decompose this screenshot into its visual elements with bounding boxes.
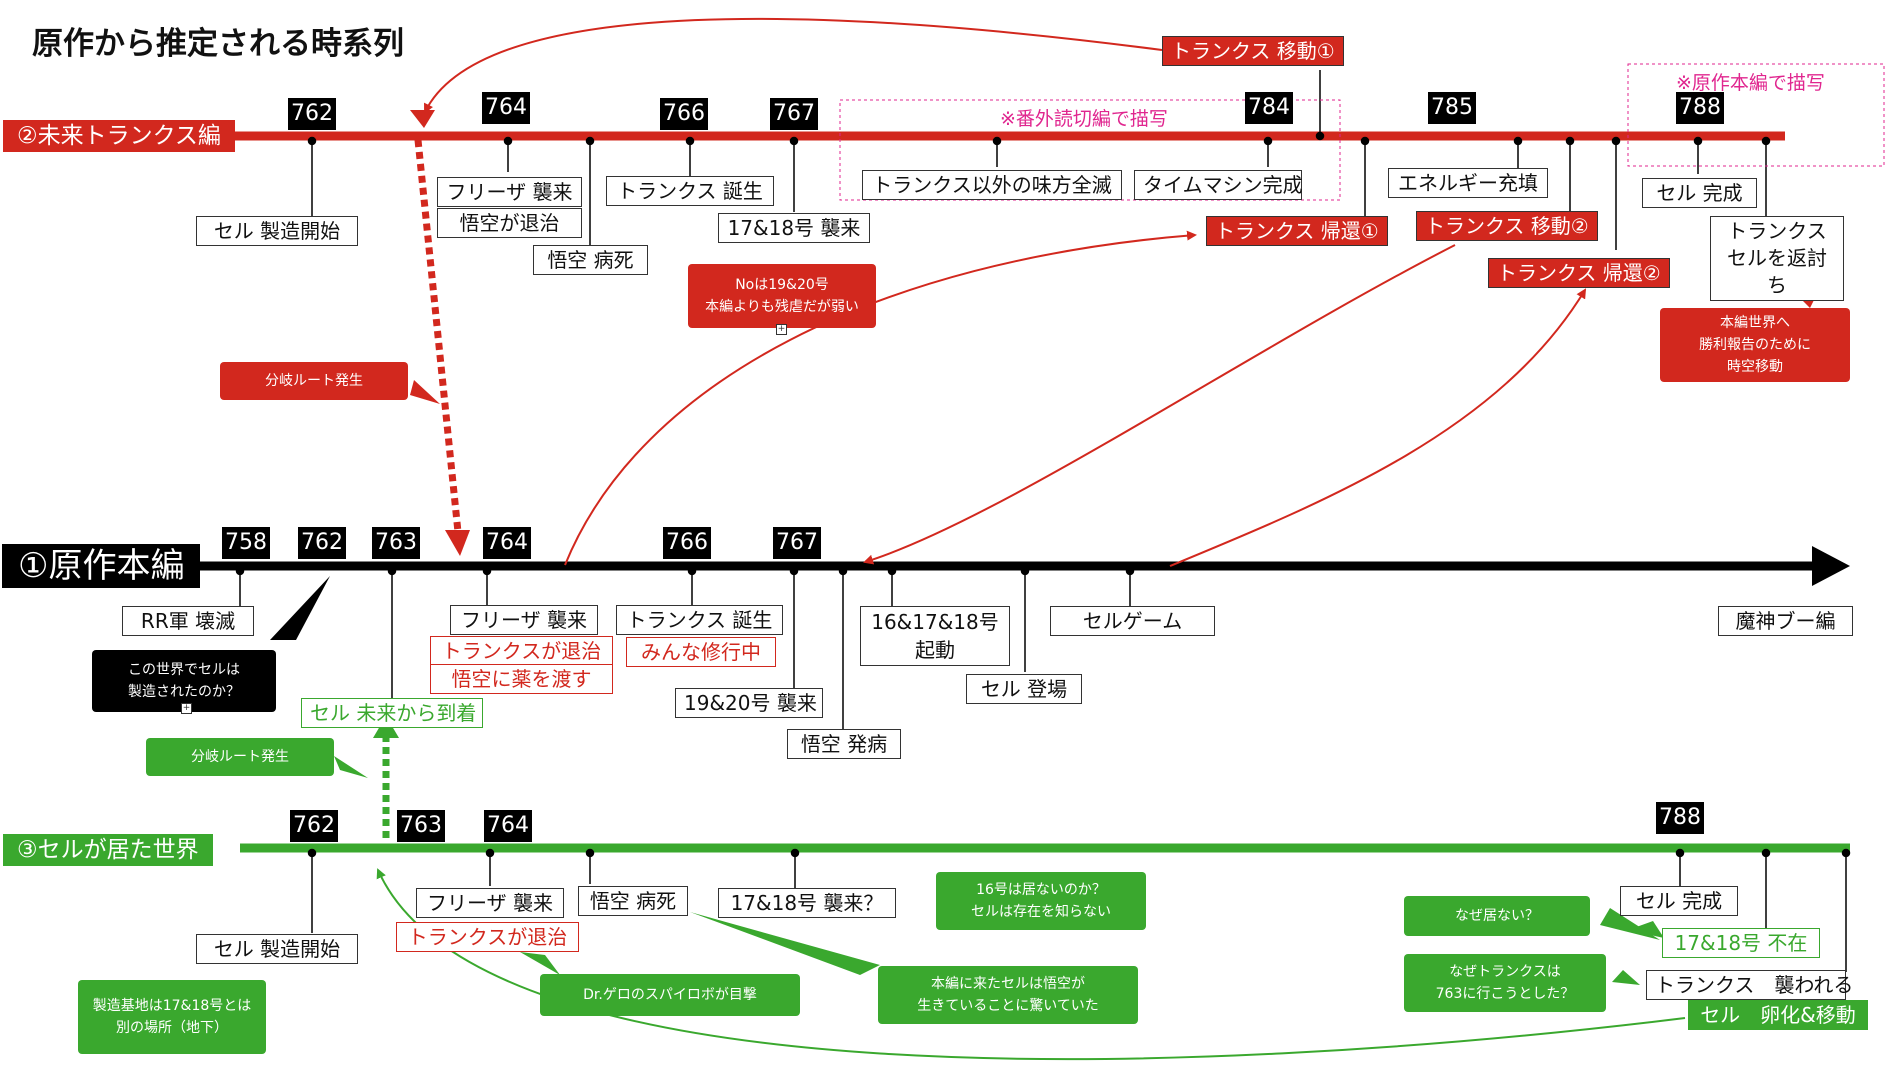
callout-cell-surprised: 本編に来たセルは悟空が 生きていることに驚いていた	[878, 966, 1138, 1024]
event-box: トランクスが退治	[430, 636, 613, 666]
event-box: 悟空が退治	[437, 208, 582, 238]
expand-icon[interactable]: +	[776, 324, 787, 335]
event-box: みんな修行中	[626, 637, 776, 667]
trunks-return1-label: トランクス 帰還①	[1206, 216, 1388, 246]
year-label: 764	[483, 527, 531, 559]
callout-no16: 16号は居ないのか？ セルは存在を知らない	[936, 872, 1146, 930]
event-box: 悟空 病死	[578, 886, 688, 916]
event-box: エネルギー充填	[1388, 168, 1548, 198]
event-box: トランクス セルを返討ち	[1710, 216, 1844, 301]
branch-arrow-red	[414, 139, 462, 533]
main-edition-region	[1627, 63, 1885, 167]
callout-weak-androids: Noは19&20号 本編よりも残虐だが弱い	[688, 264, 876, 328]
year-label: 784	[1245, 92, 1293, 124]
main-timeline-arrowhead	[1812, 546, 1850, 586]
future-ticks	[307, 70, 1771, 250]
lane-label-future: ②未来トランクス編	[3, 120, 235, 152]
year-label: 764	[482, 92, 530, 124]
year-label: 766	[663, 527, 711, 559]
event-box: 17&18号 襲来？	[718, 888, 896, 918]
event-box: セル 完成	[1642, 178, 1757, 208]
trunks-return2-label: トランクス 帰還②	[1488, 258, 1670, 288]
trunks-return1-curve	[564, 230, 1197, 566]
year-label: 767	[770, 98, 818, 130]
cell-egg-move-label: セル 卵化&移動	[1688, 1000, 1868, 1030]
event-box: フリーザ 襲来	[416, 888, 564, 918]
year-label: 764	[484, 810, 532, 842]
event-box: タイムマシン完成	[1134, 170, 1303, 200]
event-box: 17&18号 不在	[1662, 928, 1820, 958]
year-label: 762	[290, 810, 338, 842]
event-box: セル 未来から到着	[301, 698, 483, 728]
trunks-return2-curve	[1169, 288, 1587, 567]
event-box: セル 登場	[966, 674, 1082, 704]
lane-label-main: ①原作本編	[2, 544, 201, 588]
callout-branch-green: 分岐ルート発生	[146, 738, 334, 776]
event-box: トランクス以外の味方全滅	[862, 170, 1122, 200]
cell-ticks	[307, 848, 1851, 972]
trunks-move1-label: トランクス 移動①	[1162, 36, 1344, 66]
cell-egg-move-curve	[376, 868, 1686, 1061]
event-box: トランクス 誕生	[616, 605, 783, 635]
year-label: 762	[298, 527, 346, 559]
event-box: 17&18号 襲来	[718, 213, 870, 243]
event-box: セル 製造開始	[196, 216, 358, 246]
callout-cell-made-here: この世界でセルは 製造されたのか？	[92, 650, 276, 712]
event-box: セル 完成	[1620, 886, 1738, 916]
year-label: 763	[397, 810, 445, 842]
main-ticks	[235, 566, 1135, 730]
year-label: 767	[773, 527, 821, 559]
event-box: 悟空 発病	[787, 729, 901, 759]
event-box: 悟空 病死	[533, 245, 648, 275]
event-box: RR軍 壊滅	[122, 606, 254, 636]
callout-build-base: 製造基地は17&18号とは 別の場所（地下）	[78, 980, 266, 1054]
callout-why-763: なぜトランクスは 763に行こうとした？	[1404, 954, 1606, 1012]
year-label: 788	[1676, 92, 1724, 124]
trunks-move2-label: トランクス 移動②	[1416, 211, 1598, 241]
event-box: トランクス 誕生	[606, 176, 774, 206]
year-label: 763	[372, 527, 420, 559]
event-box: トランクスが退治	[396, 922, 579, 952]
callout-spy-robot: Dr.ゲロのスパイロボが目撃	[540, 974, 800, 1016]
note-extra-edition: ※番外読切編で描写	[1000, 108, 1168, 130]
lane-label-cell: ③セルが居た世界	[3, 834, 213, 866]
event-box: フリーザ 襲来	[450, 605, 598, 635]
expand-icon[interactable]: +	[181, 703, 192, 714]
event-box: 16&17&18号 起動	[860, 606, 1010, 666]
year-label: 788	[1656, 802, 1704, 834]
trunks-move2-curve	[863, 244, 1456, 565]
callout-victory-report: 本編世界へ 勝利報告のために 時空移動	[1660, 308, 1850, 382]
year-label: 762	[288, 98, 336, 130]
note-main-edition: ※原作本編で描写	[1676, 72, 1825, 94]
event-box: セルゲーム	[1050, 606, 1215, 636]
event-box: 19&20号 襲来	[675, 688, 823, 718]
event-box: セル 製造開始	[196, 934, 358, 964]
year-label: 785	[1428, 92, 1476, 124]
event-box: 魔神ブー編	[1718, 606, 1853, 636]
callout-branch-red: 分岐ルート発生	[220, 362, 408, 400]
year-label: 766	[660, 98, 708, 130]
trunks-move1-curve	[424, 17, 1163, 114]
event-box: トランクス 襲われる	[1646, 970, 1853, 1000]
event-box: フリーザ 襲来	[437, 177, 582, 207]
page-title: 原作から推定される時系列	[32, 26, 404, 62]
event-box: 悟空に薬を渡す	[430, 664, 613, 694]
year-label: 758	[222, 527, 270, 559]
callout-why-absent: なぜ居ない？	[1404, 896, 1590, 936]
